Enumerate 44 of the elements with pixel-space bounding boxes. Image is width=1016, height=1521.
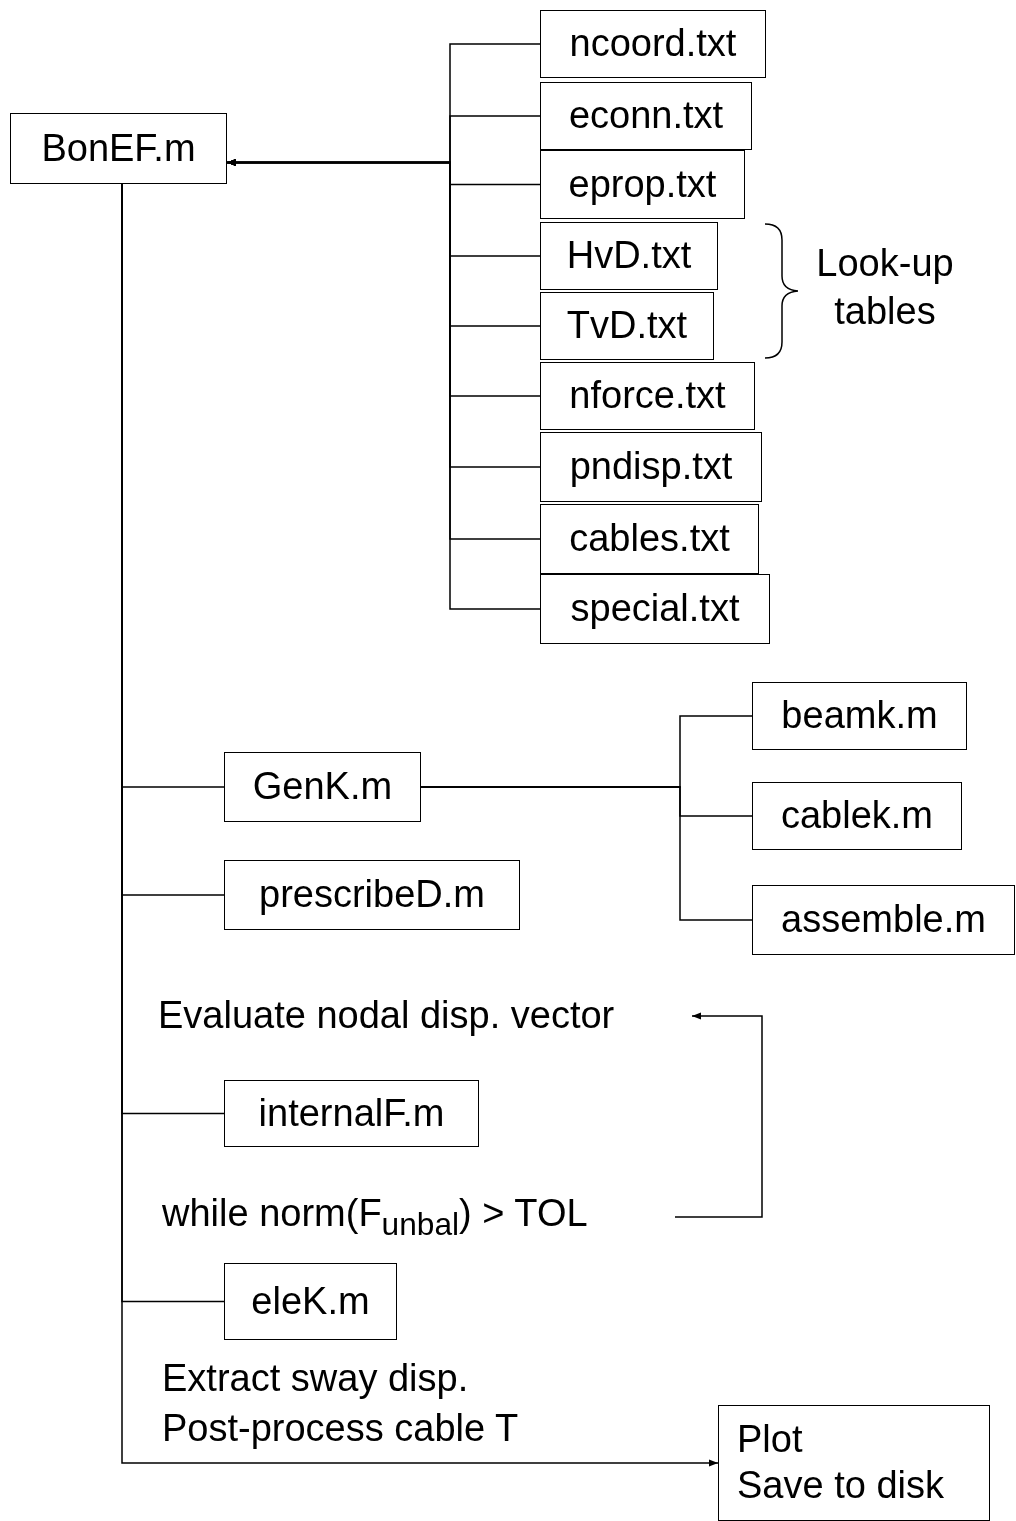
node-text: prescribeD.m xyxy=(259,872,485,918)
process-box xyxy=(540,10,766,78)
node-text: nforce.txt xyxy=(569,373,726,419)
process-box xyxy=(224,860,520,930)
node-text: Save to disk xyxy=(737,1463,944,1508)
node-text: ncoord.txt xyxy=(569,21,737,67)
node-text: cables.txt xyxy=(569,516,730,562)
process-box xyxy=(540,150,745,219)
node-text: TvD.txt xyxy=(566,303,688,349)
process-box xyxy=(752,682,967,750)
node-text: econn.txt xyxy=(568,93,724,139)
node-text: HvD.txt xyxy=(566,233,692,279)
annotation-text: Extract sway disp. xyxy=(162,1356,469,1401)
node-text: eleK.m xyxy=(251,1278,370,1324)
node-text: Plot xyxy=(737,1417,803,1463)
process-box xyxy=(752,782,962,850)
node-text: GenK.m xyxy=(252,764,393,810)
node-text: while norm(F$_{unbal}$) > TOL xyxy=(162,1191,588,1243)
process-box xyxy=(752,885,1015,955)
arrow xyxy=(674,1012,763,1218)
node-text: assemble.m xyxy=(781,897,986,943)
process-box xyxy=(540,82,752,150)
process-box xyxy=(540,432,762,502)
process-box xyxy=(540,362,755,430)
node-text: internalF.m xyxy=(258,1090,445,1136)
node-text: Evaluate nodal disp. vector xyxy=(158,993,615,1039)
node-text: cablek.m xyxy=(780,793,934,839)
node-text: beamk.m xyxy=(781,693,938,739)
process-box xyxy=(540,574,770,644)
annotation-text: Look-up tables xyxy=(815,241,955,334)
process-box xyxy=(540,292,714,360)
node-text: BonEF.m xyxy=(41,125,196,171)
process-box xyxy=(224,1263,397,1340)
annotation-text: Post-process cable T xyxy=(162,1406,519,1451)
process-box xyxy=(540,222,718,290)
connector-line xyxy=(420,786,753,921)
node-text: eprop.txt xyxy=(568,161,717,207)
process-box xyxy=(718,1405,990,1521)
node-text: special.txt xyxy=(570,586,740,632)
process-box xyxy=(224,752,421,822)
process-box xyxy=(540,504,759,574)
process-box xyxy=(224,1080,479,1147)
process-box xyxy=(10,113,227,184)
node-text: pndisp.txt xyxy=(569,444,733,490)
